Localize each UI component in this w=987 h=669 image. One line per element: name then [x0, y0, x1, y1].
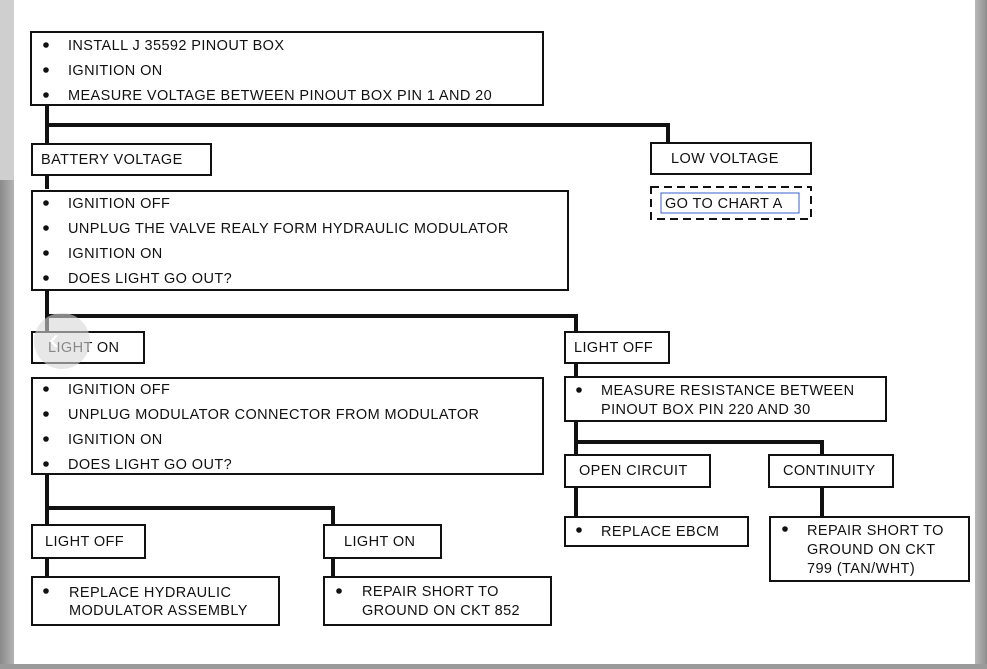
light-off-box-1: LIGHT OFF [564, 331, 670, 364]
step2-item-4: DOES LIGHT GO OUT? [68, 271, 232, 287]
repair-852-line-1: REPAIR SHORT TO [362, 584, 499, 600]
continuity-box: CONTINUITY [768, 454, 894, 488]
step3-item-1: IGNITION OFF [68, 382, 170, 398]
flowchart-page: INSTALL J 35592 PINOUT BOX IGNITION ON M… [14, 0, 975, 664]
low-voltage-label: LOW VOLTAGE [671, 151, 779, 167]
chevron-left-icon: ‹ [49, 323, 59, 356]
start-step-3: MEASURE VOLTAGE BETWEEN PINOUT BOX PIN 1… [68, 88, 492, 104]
step2-box: IGNITION OFF UNPLUG THE VALVE REALY FORM… [31, 190, 569, 291]
repair-852-box: REPAIR SHORT TO GROUND ON CKT 852 [323, 576, 552, 626]
low-voltage-box: LOW VOLTAGE [650, 142, 812, 175]
open-circuit-label: OPEN CIRCUIT [579, 463, 688, 479]
step3-item-4: DOES LIGHT GO OUT? [68, 457, 232, 473]
scroll-thumb[interactable] [0, 0, 14, 180]
replace-modulator-line-2: MODULATOR ASSEMBLY [69, 603, 248, 619]
measure-resistance-line-2: PINOUT BOX PIN 220 AND 30 [601, 402, 811, 418]
connectors [45, 104, 824, 577]
battery-voltage-box: BATTERY VOLTAGE [31, 143, 212, 176]
continuity-label: CONTINUITY [783, 463, 876, 479]
step2-item-3: IGNITION ON [68, 246, 163, 262]
step3-box: IGNITION OFF UNPLUG MODULATOR CONNECTOR … [31, 377, 544, 475]
replace-modulator-line-1: REPLACE HYDRAULIC [69, 585, 231, 601]
light-off-label-2: LIGHT OFF [45, 534, 124, 550]
start-step-2: IGNITION ON [68, 63, 163, 79]
repair-799-line-3: 799 (TAN/WHT) [807, 561, 915, 577]
step3-item-3: IGNITION ON [68, 432, 163, 448]
step3-item-2: UNPLUG MODULATOR CONNECTOR FROM MODULATO… [68, 407, 479, 423]
light-on-label-2: LIGHT ON [344, 534, 415, 550]
measure-resistance-box: MEASURE RESISTANCE BETWEEN PINOUT BOX PI… [564, 376, 887, 422]
repair-799-line-1: REPAIR SHORT TO [807, 523, 944, 539]
go-to-chart-box[interactable]: GO TO CHART A [650, 186, 812, 220]
open-circuit-box: OPEN CIRCUIT [564, 454, 711, 488]
flowchart: INSTALL J 35592 PINOUT BOX IGNITION ON M… [30, 31, 970, 626]
go-to-chart-label: GO TO CHART A [665, 196, 783, 212]
step2-item-2: UNPLUG THE VALVE REALY FORM HYDRAULIC MO… [68, 221, 509, 237]
start-box: INSTALL J 35592 PINOUT BOX IGNITION ON M… [30, 31, 544, 106]
replace-modulator-box: REPLACE HYDRAULIC MODULATOR ASSEMBLY [31, 576, 280, 626]
light-off-box-2: LIGHT OFF [31, 524, 146, 559]
measure-resistance-line-1: MEASURE RESISTANCE BETWEEN [601, 383, 854, 399]
previous-page-button[interactable]: ‹ [34, 313, 90, 369]
step2-item-1: IGNITION OFF [68, 196, 170, 212]
viewer-frame-right [975, 0, 987, 664]
replace-ebcm-box: REPLACE EBCM [564, 516, 749, 547]
repair-799-box: REPAIR SHORT TO GROUND ON CKT 799 (TAN/W… [769, 516, 970, 582]
battery-voltage-label: BATTERY VOLTAGE [41, 152, 183, 168]
repair-799-line-2: GROUND ON CKT [807, 542, 935, 558]
light-off-label-1: LIGHT OFF [574, 340, 653, 356]
repair-852-line-2: GROUND ON CKT 852 [362, 603, 520, 619]
light-on-box-2: LIGHT ON [323, 524, 442, 559]
start-step-1: INSTALL J 35592 PINOUT BOX [68, 38, 284, 54]
replace-ebcm-label: REPLACE EBCM [601, 524, 719, 540]
